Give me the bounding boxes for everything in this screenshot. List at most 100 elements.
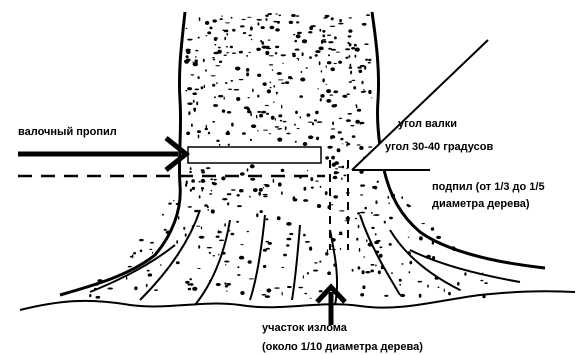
bark-speck bbox=[328, 41, 333, 43]
bark-speck bbox=[373, 215, 378, 216]
bark-speck bbox=[377, 181, 379, 183]
bark-speck bbox=[253, 188, 258, 192]
bark-speck bbox=[480, 280, 483, 282]
bark-speck bbox=[368, 146, 372, 147]
bark-speck bbox=[347, 93, 350, 95]
bark-speck bbox=[210, 178, 213, 180]
bark-speck bbox=[319, 290, 323, 292]
bark-speck bbox=[224, 55, 227, 56]
bark-speck bbox=[221, 16, 222, 17]
bark-speck bbox=[364, 43, 368, 45]
bark-speck bbox=[212, 57, 215, 58]
bark-speck bbox=[244, 106, 249, 109]
bark-speck bbox=[231, 233, 235, 236]
bark-speck bbox=[315, 50, 320, 53]
bark-speck bbox=[275, 28, 280, 31]
bark-speck bbox=[400, 294, 405, 297]
bark-speck bbox=[198, 135, 200, 139]
bark-speck bbox=[362, 270, 365, 274]
bark-speck bbox=[240, 25, 245, 27]
bark-speck bbox=[89, 294, 91, 297]
bark-speck bbox=[358, 70, 362, 73]
bark-speck bbox=[201, 179, 205, 183]
bark-speck bbox=[178, 216, 179, 220]
bark-speck bbox=[227, 111, 231, 114]
bark-speck bbox=[213, 19, 217, 22]
bark-speck bbox=[275, 14, 278, 15]
bark-speck bbox=[273, 102, 275, 103]
bark-speck bbox=[427, 285, 429, 288]
bark-speck bbox=[327, 146, 332, 149]
bark-speck bbox=[331, 238, 336, 242]
bark-speck bbox=[168, 203, 171, 205]
bark-speck bbox=[365, 59, 368, 61]
bark-speck bbox=[320, 186, 322, 188]
bark-speck bbox=[206, 125, 207, 129]
bark-speck bbox=[266, 218, 269, 220]
bark-speck bbox=[237, 194, 240, 197]
bark-speck bbox=[263, 194, 268, 195]
bark-speck bbox=[213, 59, 216, 61]
bark-speck bbox=[246, 72, 249, 76]
bark-speck bbox=[279, 15, 282, 17]
bark-speck bbox=[227, 202, 229, 205]
bark-speck bbox=[224, 261, 229, 263]
bark-speck bbox=[250, 164, 255, 168]
bark-speck bbox=[375, 264, 376, 266]
bark-speck bbox=[303, 142, 308, 146]
bark-speck bbox=[334, 161, 339, 165]
bark-speck bbox=[201, 171, 205, 174]
bark-speck bbox=[237, 274, 240, 276]
bark-speck bbox=[355, 218, 357, 220]
bark-speck bbox=[448, 292, 451, 296]
bark-speck bbox=[346, 144, 348, 147]
bark-speck bbox=[310, 298, 312, 299]
bark-speck bbox=[355, 55, 357, 58]
bark-speck bbox=[227, 283, 231, 286]
bark-speck bbox=[329, 95, 333, 96]
bark-speck bbox=[96, 284, 99, 286]
bark-speck bbox=[371, 97, 372, 98]
bark-speck bbox=[368, 59, 371, 61]
bark-speck bbox=[265, 18, 267, 21]
bark-speck bbox=[401, 263, 403, 264]
bark-speck bbox=[250, 139, 252, 141]
bark-speck bbox=[269, 55, 274, 56]
bark-speck bbox=[273, 21, 278, 23]
bark-speck bbox=[320, 98, 322, 101]
bark-speck bbox=[247, 110, 251, 113]
bark-speck bbox=[334, 171, 338, 174]
bark-speck bbox=[187, 87, 192, 90]
bark-speck bbox=[365, 271, 370, 273]
bark-speck bbox=[275, 46, 279, 49]
bark-speck bbox=[199, 195, 201, 198]
bark-speck bbox=[339, 232, 342, 235]
arrow-right-icon bbox=[18, 138, 186, 170]
bark-speck bbox=[293, 34, 295, 35]
bark-speck bbox=[419, 294, 422, 298]
bark-speck bbox=[209, 252, 211, 254]
bark-speck bbox=[194, 210, 199, 213]
bark-speck bbox=[339, 210, 344, 211]
bark-speck bbox=[176, 203, 180, 205]
bark-speck bbox=[195, 59, 198, 63]
bark-speck bbox=[240, 244, 244, 245]
bark-speck bbox=[251, 39, 253, 40]
bark-speck bbox=[368, 62, 371, 64]
bark-speck bbox=[212, 84, 215, 87]
bark-speck bbox=[381, 265, 384, 269]
bark-speck bbox=[277, 216, 281, 220]
bark-speck bbox=[266, 113, 269, 115]
bark-speck bbox=[362, 285, 365, 289]
bark-speck bbox=[186, 55, 189, 58]
bark-speck bbox=[409, 261, 412, 265]
bark-speck bbox=[322, 39, 326, 41]
bark-speck bbox=[321, 70, 323, 72]
bark-speck bbox=[166, 231, 171, 235]
bark-speck bbox=[338, 61, 342, 64]
bark-speck bbox=[282, 63, 283, 64]
bark-speck bbox=[315, 54, 318, 57]
bark-speck bbox=[484, 282, 488, 284]
bark-speck bbox=[451, 246, 456, 248]
bark-speck bbox=[306, 67, 308, 68]
